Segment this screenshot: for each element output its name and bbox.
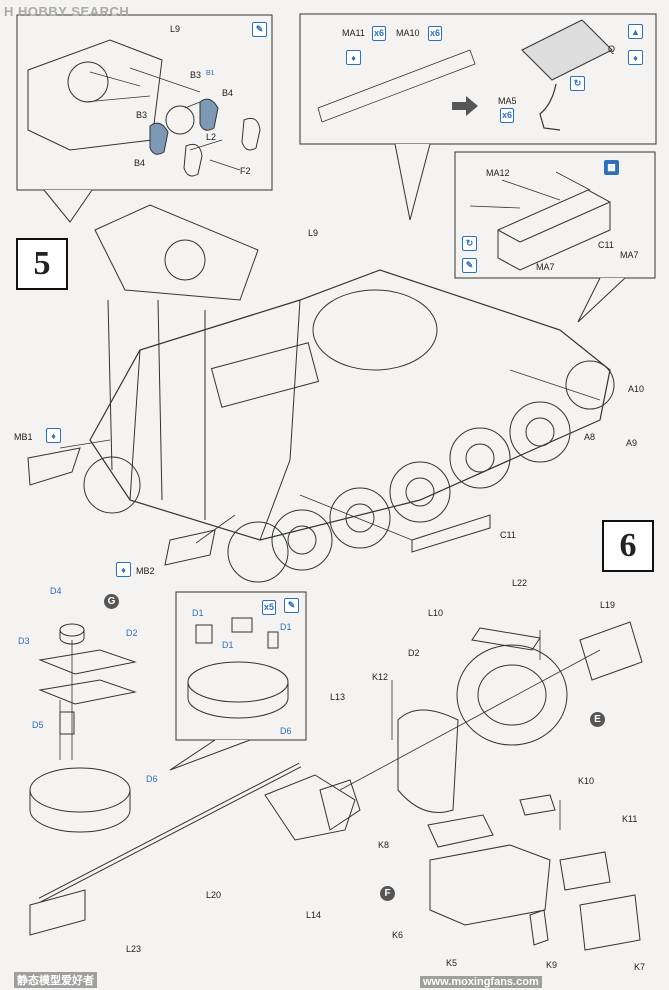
gun-breech — [29, 889, 86, 936]
part-k9 — [529, 909, 549, 946]
mantlet-l10 — [456, 644, 568, 746]
mudguard-mb1 — [27, 447, 81, 486]
inset-box-hatches — [16, 14, 273, 191]
label-b4-top: B4 — [222, 88, 234, 98]
label-d6-inset: D6 — [280, 726, 292, 736]
label-d1-b: D1 — [222, 640, 234, 650]
label-l9-main: L9 — [308, 228, 319, 238]
label-k6: K6 — [392, 930, 404, 940]
part-k10 — [519, 794, 556, 816]
cement-icon: ♦ — [628, 50, 643, 65]
label-d2-g: D2 — [126, 628, 138, 638]
label-k5: K5 — [446, 958, 458, 968]
part-k8 — [427, 814, 494, 848]
part-d2 — [397, 709, 459, 813]
part-l22 — [471, 627, 541, 651]
label-k10: K10 — [578, 776, 595, 786]
label-k7: K7 — [634, 962, 646, 972]
brand-logo-letter: H — [4, 4, 14, 19]
label-d1-a: D1 — [192, 608, 204, 618]
stowage-c11 — [411, 514, 491, 553]
subassembly-marker-g: G — [104, 594, 119, 609]
turret-ring — [312, 289, 438, 371]
glue-icon: ✎ — [252, 22, 267, 37]
label-k8: K8 — [378, 840, 390, 850]
brand-name: HOBBY SEARCH — [18, 4, 130, 19]
paint-drop-icon-mb1: ♦ — [46, 428, 61, 443]
label-d4: D4 — [50, 586, 62, 596]
part-k11 — [559, 851, 611, 891]
subassembly-marker-e: E — [590, 712, 605, 727]
part-l13 — [264, 774, 356, 841]
label-f2: F2 — [240, 166, 251, 176]
label-ma12: MA12 — [486, 168, 510, 178]
label-ma11: MA11 — [342, 28, 365, 38]
label-ma5: MA5 — [498, 96, 517, 106]
label-b3-top: B3 — [190, 70, 202, 80]
label-b3-mid: B3 — [136, 110, 148, 120]
label-l9-inset: L9 — [170, 24, 181, 34]
label-ma7-a: MA7 — [620, 250, 639, 260]
glue-icon-2: ✎ — [462, 258, 477, 273]
step-number-6: 6 — [602, 520, 654, 572]
label-l20: L20 — [206, 890, 222, 900]
label-ma7-b: MA7 — [536, 262, 555, 272]
label-mb1: MB1 — [14, 432, 33, 442]
part-k6 — [429, 844, 551, 926]
rotate-icon: ▲ — [628, 24, 643, 39]
subassembly-marker-f: F — [380, 886, 395, 901]
label-c11-main: C11 — [500, 530, 516, 540]
qty-ma10: x6 — [428, 26, 443, 41]
label-a9: A9 — [626, 438, 638, 448]
brand-watermark: H HOBBY SEARCH — [4, 4, 129, 19]
paint-drop-icon: ♦ — [346, 50, 361, 65]
glue-icon-3: ✎ — [284, 598, 299, 613]
qty-ma11: x6 — [372, 26, 387, 41]
label-l22: L22 — [512, 578, 528, 588]
label-d6-g: D6 — [146, 774, 158, 784]
label-q: Q — [608, 44, 616, 54]
road-wheels — [83, 360, 615, 583]
label-ma10: MA10 — [396, 28, 420, 38]
label-l14: L14 — [306, 910, 322, 920]
inset-box-track — [299, 13, 657, 145]
footer-watermark-url: www.moxingfans.com — [420, 976, 542, 988]
qty-d1: x5 — [262, 600, 277, 615]
label-k9: K9 — [546, 960, 558, 970]
label-mb2: MB2 — [136, 566, 155, 576]
rear-deck-panel — [94, 204, 259, 301]
label-k11: K11 — [622, 814, 638, 824]
paint-drop-icon-mb2: ♦ — [116, 562, 131, 577]
footer-watermark-cn: 静态模型爱好者 — [14, 972, 97, 988]
part-l14 — [319, 779, 361, 831]
inset-box-stowage — [454, 151, 656, 279]
label-l13: L13 — [330, 692, 346, 702]
etched-icon: ▦ — [604, 160, 619, 175]
label-d2-turret: D2 — [408, 648, 420, 658]
label-l19: L19 — [600, 600, 616, 610]
label-a8: A8 — [584, 432, 596, 442]
label-d5: D5 — [32, 720, 44, 730]
label-k12: K12 — [372, 672, 389, 682]
label-d3: D3 — [18, 636, 30, 646]
label-a10: A10 — [628, 384, 645, 394]
flip-icon-2: ↻ — [462, 236, 477, 251]
mudguard-mb2 — [164, 529, 216, 566]
label-l2: L2 — [206, 132, 217, 142]
part-k7 — [579, 894, 641, 951]
label-l10: L10 — [428, 608, 444, 618]
step-number-5: 5 — [16, 238, 68, 290]
qty-ma5: x6 — [500, 108, 515, 123]
flip-icon: ↻ — [570, 76, 585, 91]
label-c11-inset: C11 — [598, 240, 614, 250]
part-l19 — [579, 621, 643, 681]
label-d1-c: D1 — [280, 622, 292, 632]
label-b3-alt-code: B1 — [206, 70, 215, 77]
label-b4-low: B4 — [134, 158, 146, 168]
label-l23: L23 — [126, 944, 142, 954]
